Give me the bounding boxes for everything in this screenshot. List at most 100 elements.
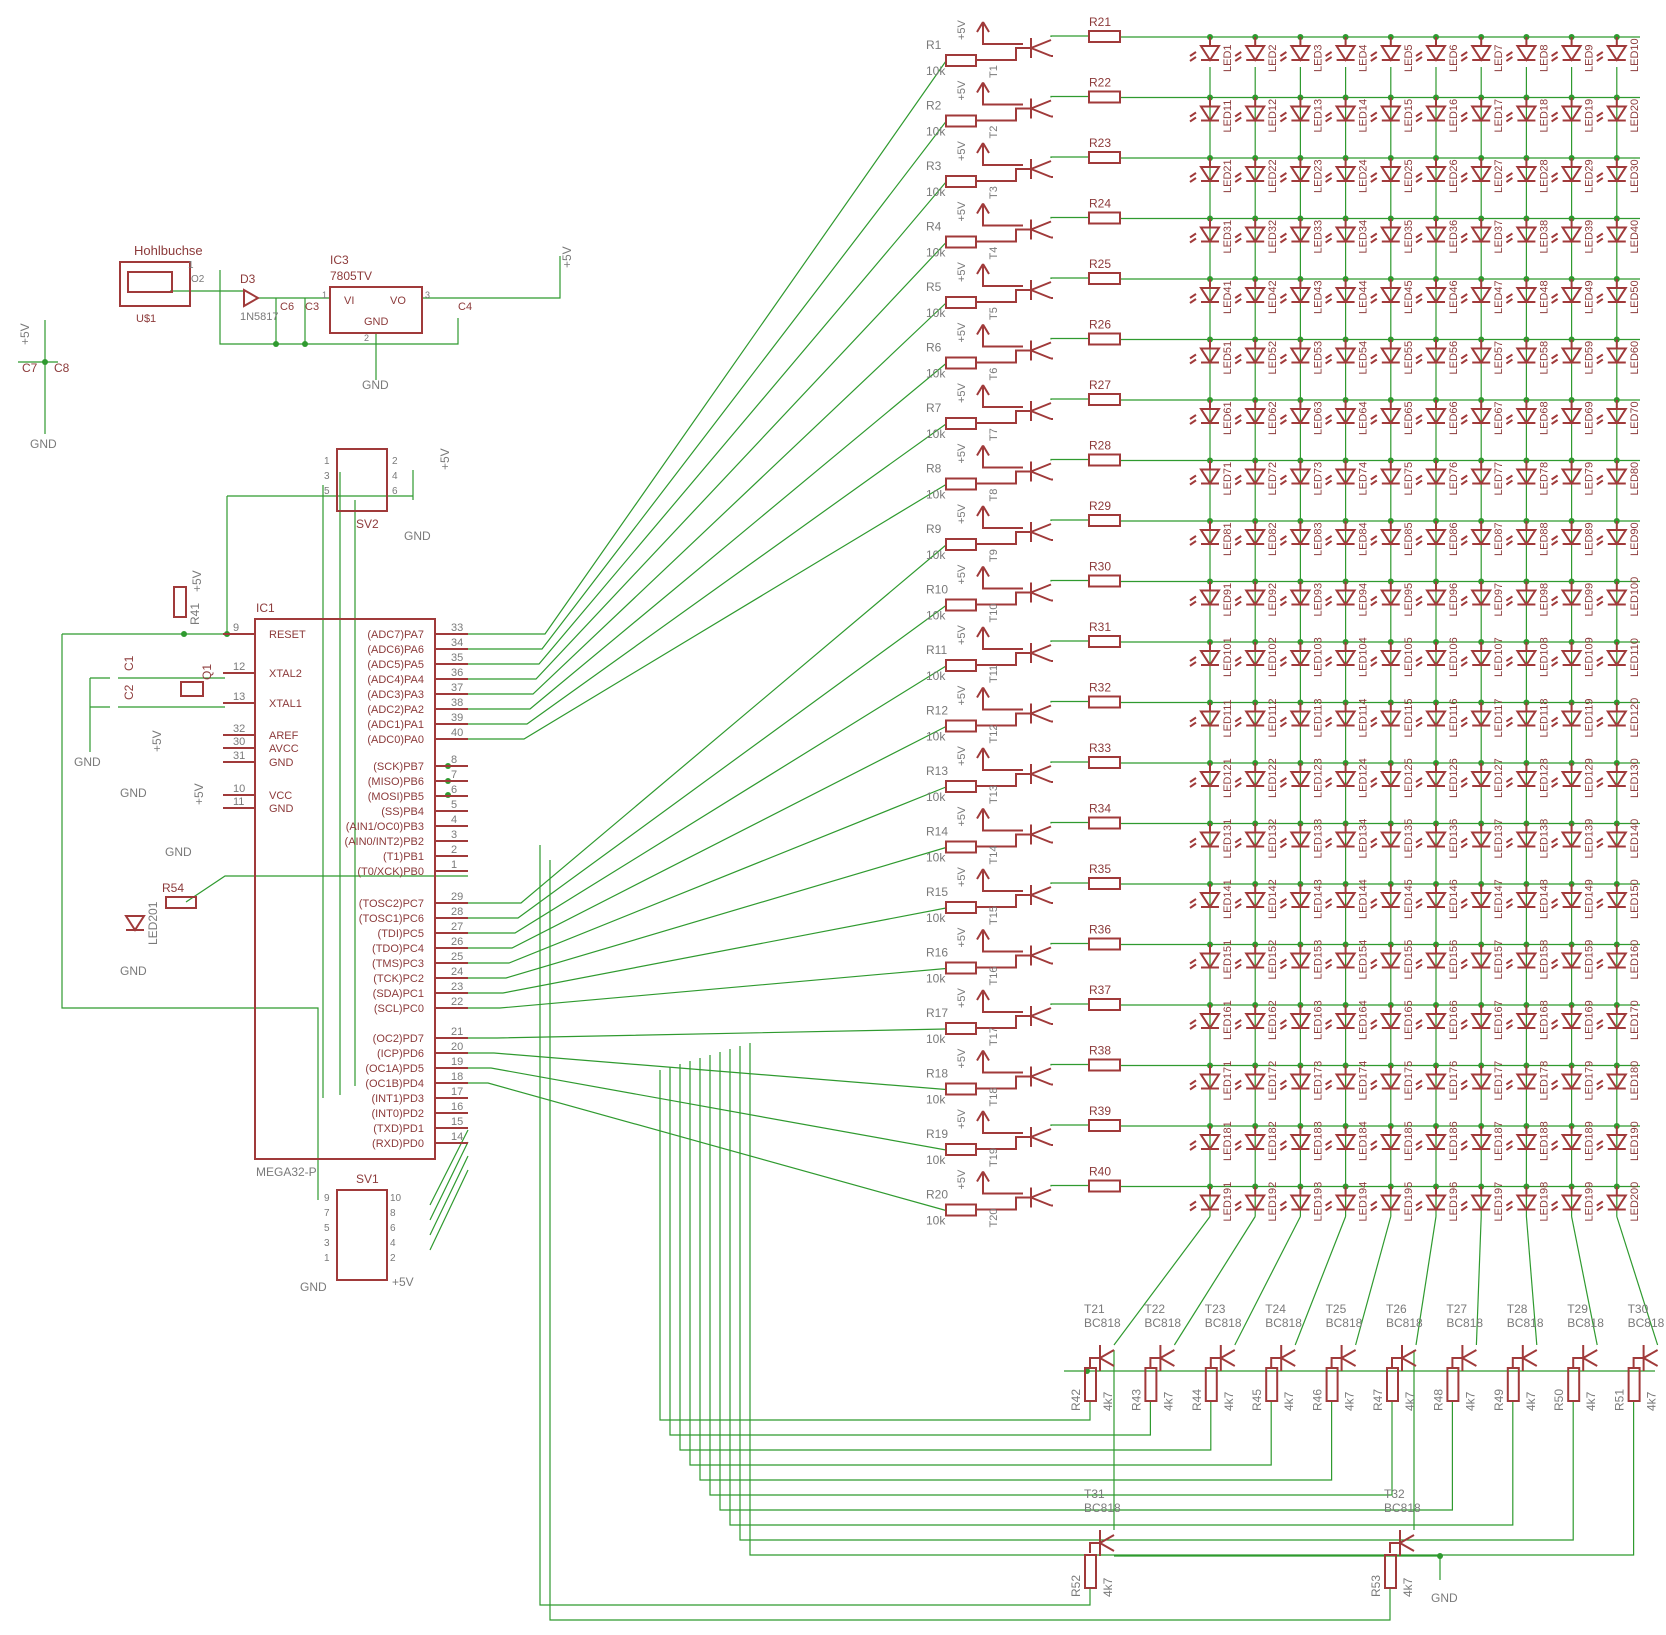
vcc-gnd-label: GND [165, 845, 192, 859]
led-rays [1279, 777, 1287, 788]
led-rays [1415, 1079, 1423, 1091]
led-rays [1325, 232, 1333, 244]
row-collector-resistor [1088, 1058, 1121, 1072]
led-ref: LED187 [1493, 1121, 1505, 1161]
led-rays [1505, 656, 1513, 667]
led: LED107 [1460, 637, 1505, 677]
led-rays [1189, 414, 1197, 425]
row-wire [1050, 821, 1089, 824]
mcu-right-pin-name: (SCK)PB7 [373, 761, 424, 773]
led-rays [1505, 535, 1513, 546]
peripherals: R41 +5V C1 C2 Q1 GND +5V GND +5V GND R54… [74, 448, 452, 1294]
led: LED79 [1551, 460, 1596, 496]
column-resistor-value: 4k7 [1645, 1391, 1659, 1411]
led: LED55 [1370, 339, 1415, 375]
led-rays [1415, 414, 1423, 425]
led: LED156 [1415, 940, 1460, 980]
row-transistor [976, 159, 1053, 182]
led-symbol [1334, 45, 1357, 62]
led-rays [1325, 898, 1333, 909]
led: LED174 [1325, 1061, 1370, 1101]
led: LED8 [1505, 37, 1550, 72]
led-rays [1415, 474, 1423, 486]
led: LED173 [1279, 1061, 1324, 1101]
led-symbol [1605, 45, 1628, 62]
row-wire [1050, 1063, 1089, 1066]
sv1-pin-9: 9 [324, 1193, 330, 1204]
row-plus5v-label: +5V [956, 745, 968, 766]
led-rays [1596, 595, 1604, 607]
led: LED19 [1551, 97, 1596, 133]
led-ref: LED144 [1358, 879, 1370, 919]
row-transistor [976, 401, 1053, 424]
led-ref: LED64 [1358, 401, 1370, 435]
column-control-wire [679, 1064, 1212, 1451]
mcu-right-pin-num: 35 [451, 652, 463, 664]
led: LED41 [1189, 279, 1234, 314]
led-rays [1415, 595, 1423, 607]
column-resistor [1627, 1367, 1641, 1402]
led-ref: LED8 [1538, 44, 1550, 72]
led-rays [1370, 111, 1378, 123]
led-rays [1415, 656, 1423, 667]
bottom-gnd-wire [1114, 1555, 1441, 1580]
led: LED26 [1415, 158, 1460, 193]
led: LED96 [1415, 581, 1460, 617]
led-ref: LED89 [1584, 522, 1596, 556]
led: LED66 [1415, 400, 1460, 435]
row-transistor [976, 522, 1053, 545]
c2-ref: C2 [122, 684, 136, 700]
mcu-left-pin-name: GND [269, 803, 294, 815]
led-rays [1370, 172, 1378, 183]
led-ref: LED49 [1584, 280, 1596, 314]
led-rays [1415, 958, 1423, 970]
led-rays [1279, 898, 1287, 909]
row-collector-resistor [1088, 211, 1121, 225]
led: LED131 [1189, 819, 1234, 859]
led: LED137 [1460, 819, 1505, 859]
led-ref: LED39 [1584, 220, 1596, 254]
row-base-resistor-ref: R7 [926, 401, 942, 415]
led-ref: LED117 [1493, 699, 1505, 738]
led-ref: LED84 [1358, 522, 1370, 556]
led-rays [1370, 414, 1378, 425]
mcu-right-pin-name: (ADC1)PA1 [367, 719, 424, 731]
led: LED157 [1460, 940, 1505, 980]
led: LED121 [1189, 758, 1234, 798]
r54-body [165, 896, 197, 909]
mcu-right-pin-num: 21 [451, 1026, 463, 1038]
mcu-right-pin-num: 33 [451, 622, 463, 634]
column-resistor-value: 4k7 [1463, 1391, 1477, 1411]
led-rays [1279, 474, 1287, 486]
mcu-right-pin-num: 26 [451, 936, 463, 948]
row-transistor [976, 945, 1053, 969]
led-ref: LED41 [1222, 280, 1234, 314]
row-transistor [976, 885, 1053, 908]
plus5v-arrow [976, 928, 1023, 953]
led: LED164 [1325, 1000, 1370, 1040]
led-ref: LED40 [1629, 220, 1641, 254]
led-ref: LED136 [1448, 819, 1460, 859]
led: LED48 [1505, 279, 1550, 314]
row-control-wire [468, 363, 947, 710]
row-transistor [976, 38, 1053, 61]
led: LED130 [1596, 758, 1641, 798]
mcu-left-pin-name: AVCC [269, 743, 299, 755]
led-rays [1189, 474, 1197, 486]
sv1-pin-3: 3 [324, 1238, 330, 1249]
plus5v-label-decoupling: +5V [18, 323, 32, 345]
led-rays [1551, 535, 1559, 546]
mcu-ref: IC1 [256, 601, 275, 615]
led-ref: LED96 [1448, 583, 1460, 617]
led-rays [1370, 1019, 1378, 1030]
row-plus5v-label: +5V [956, 140, 968, 161]
led-rays [1415, 1019, 1423, 1030]
row-collector-resistor [1088, 877, 1121, 890]
sv1-gnd: GND [300, 1280, 327, 1294]
led-rays [1234, 51, 1242, 62]
led-ref: LED19 [1584, 99, 1596, 133]
row-plus5v-label: +5V [956, 1169, 968, 1190]
sv1-pin-5: 5 [324, 1223, 330, 1234]
